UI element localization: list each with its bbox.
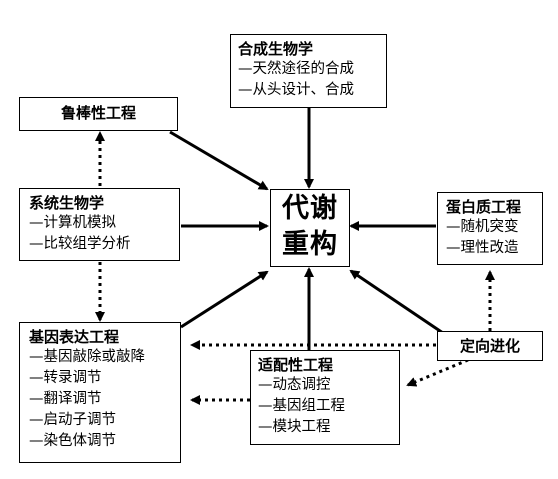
gene-expression-item-2: —转录调节: [29, 370, 102, 386]
arrow-evolution-to-center: [349, 269, 444, 335]
gene-expression-item-4: —启动子调节: [29, 412, 116, 428]
center-line-1: 代谢: [282, 193, 338, 224]
systems-biology-title: 系统生物学: [29, 194, 105, 212]
protein-engineering-box: 蛋白质工程 —随机突变 —理性改造: [437, 192, 543, 265]
arrow-robustness-to-center: [169, 130, 269, 191]
adaptive-engineering-item-1: —动态调控: [258, 377, 331, 393]
protein-engineering-item-2: —理性改造: [446, 240, 519, 256]
gene-expression-item-5: —染色体调节: [29, 433, 116, 449]
adaptive-engineering-item-2: —基因组工程: [258, 398, 345, 414]
synthetic-biology-item-2: —从头设计、合成: [238, 82, 354, 98]
gene-expression-title: 基因表达工程: [29, 328, 120, 346]
dotted-evolution-to-adaptive: [406, 358, 469, 387]
directed-evolution-box: 定向进化: [437, 331, 543, 361]
center-box: 代谢 重构: [270, 189, 350, 267]
gene-expression-box: 基因表达工程 —基因敲除或敲降 —转录调节 —翻译调节 —启动子调节 —染色体调…: [19, 322, 181, 463]
robustness-title: 鲁棒性工程: [60, 104, 136, 122]
gene-expression-item-1: —基因敲除或敲降: [29, 349, 145, 365]
robustness-box: 鲁棒性工程: [19, 97, 178, 131]
directed-evolution-title: 定向进化: [459, 337, 520, 355]
protein-engineering-item-1: —随机突变: [446, 219, 519, 235]
systems-biology-box: 系统生物学 —计算机模拟 —比较组学分析: [19, 188, 180, 261]
arrow-gene-to-center: [180, 270, 269, 329]
center-line-2: 重构: [282, 229, 338, 260]
gene-expression-item-3: —翻译调节: [29, 391, 102, 407]
synthetic-biology-item-1: —天然途径的合成: [238, 61, 354, 77]
systems-biology-item-2: —比较组学分析: [29, 236, 131, 252]
protein-engineering-title: 蛋白质工程: [446, 198, 522, 216]
adaptive-engineering-item-3: —模块工程: [258, 419, 331, 435]
synthetic-biology-box: 合成生物学 —天然途径的合成 —从头设计、合成: [230, 34, 387, 108]
adaptive-engineering-box: 适配性工程 —动态调控 —基因组工程 —模块工程: [250, 350, 400, 445]
synthetic-biology-title: 合成生物学: [238, 40, 314, 58]
adaptive-engineering-title: 适配性工程: [258, 356, 334, 374]
systems-biology-item-1: —计算机模拟: [29, 215, 116, 231]
